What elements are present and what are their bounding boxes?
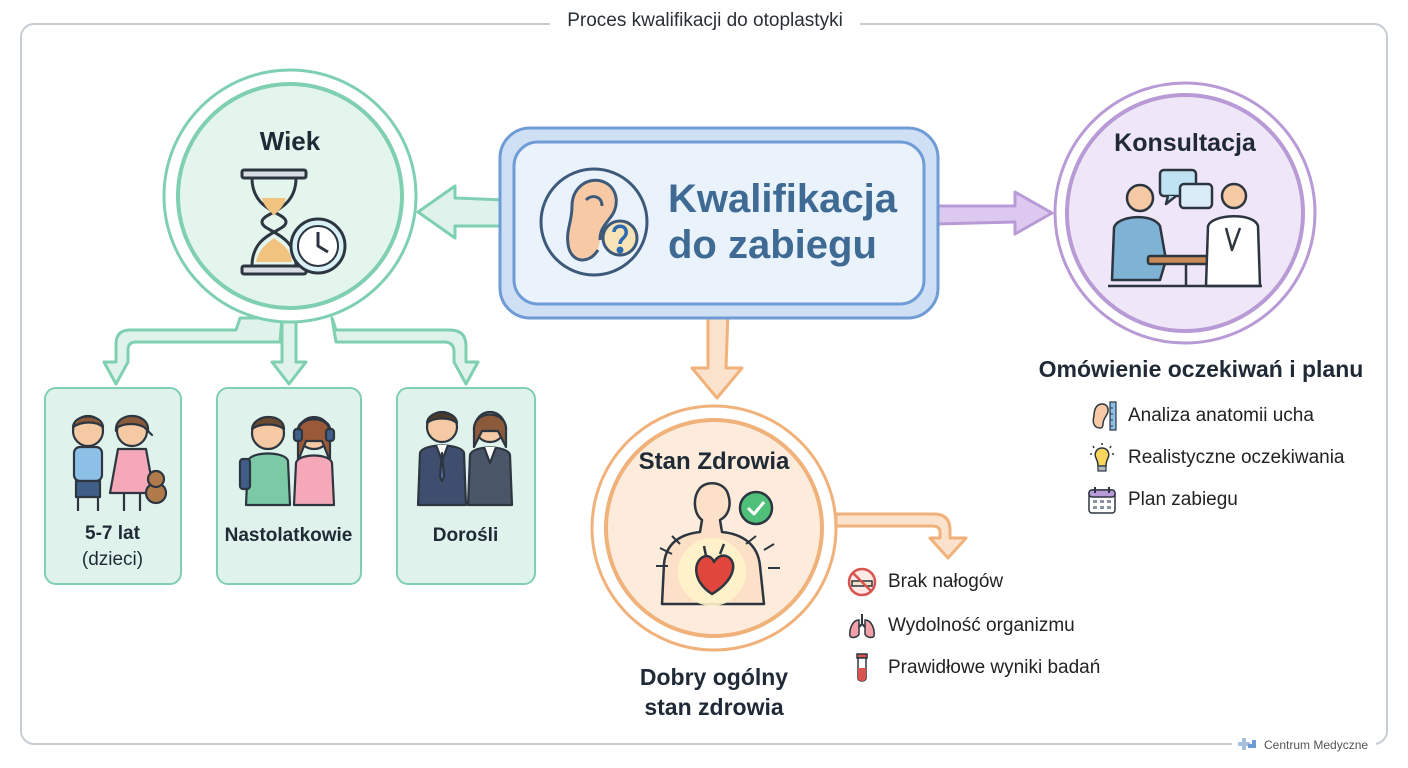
age-group-teens: Nastolatkowie (216, 387, 362, 585)
age-node (162, 68, 418, 324)
health-item-fitness: Wydolność organizmu (846, 610, 1075, 642)
lightbulb-icon (1090, 443, 1114, 472)
arrow-center-to-consult (933, 190, 1054, 236)
ear-question-icon (539, 167, 649, 277)
health-item-label: Brak nałogów (888, 571, 1004, 592)
health-caption-line2: stan zdrowia (644, 694, 784, 720)
consult-item-label: Plan zabiegu (1128, 489, 1238, 510)
arrow-center-to-health (690, 310, 744, 400)
age-group-teens-label: Nastolatkowie (224, 525, 353, 546)
arrows-age-to-groups (102, 316, 480, 386)
consult-item-anatomy: Analiza anatomii ucha (1086, 400, 1314, 432)
lungs-icon (849, 614, 875, 639)
children-icon (71, 414, 168, 511)
center-title: Kwalifikacja do zabiegu (668, 176, 897, 268)
health-title: Stan Zdrowia (638, 448, 790, 475)
ear-ruler-icon (1092, 401, 1117, 431)
arrow-health-to-list (834, 512, 968, 560)
health-caption: Dobry ogólny stan zdrowia (604, 662, 824, 722)
consult-title: Konsultacja (1114, 129, 1256, 157)
footer-label: Centrum Medyczne (1264, 738, 1369, 752)
medical-cross-icon (1238, 738, 1256, 750)
hourglass-clock-icon (240, 168, 347, 276)
center-title-line2: do zabiegu (668, 223, 877, 267)
arrow-center-to-age (416, 184, 507, 240)
age-group-adults: Dorośli (396, 387, 536, 585)
health-caption-line1: Dobry ogólny (639, 664, 789, 690)
consult-item-label: Analiza anatomii ucha (1128, 405, 1314, 426)
no-smoking-icon (847, 567, 877, 597)
health-item-no-addictions: Brak nałogów (846, 566, 1003, 598)
teenagers-icon (238, 415, 336, 507)
consult-node (1053, 81, 1317, 345)
consult-item-label: Realistyczne oczekiwania (1128, 447, 1345, 468)
center-title-line1: Kwalifikacja (668, 177, 898, 221)
health-item-test-results: Prawidłowe wyniki badań (846, 652, 1100, 684)
calendar-icon (1088, 487, 1116, 514)
age-group-children-sublabel: (dzieci) (81, 549, 144, 570)
diagram-title: Proces kwalifikacji do otoplastyki (550, 10, 860, 32)
age-title: Wiek (259, 126, 321, 156)
body-heart-icon (656, 481, 780, 606)
footer-logo: Centrum Medyczne (1232, 734, 1376, 756)
consult-subtitle: Omówienie oczekiwań i planu (1038, 356, 1364, 382)
consult-item-expectations: Realistyczne oczekiwania (1086, 442, 1345, 474)
age-group-children-label: 5-7 lat (85, 523, 140, 544)
age-group-children: 5-7 lat (dzieci) (44, 387, 182, 585)
health-item-label: Wydolność organizmu (888, 615, 1075, 636)
test-tube-icon (856, 653, 868, 682)
adults-icon (416, 410, 514, 507)
consultation-icon (1108, 168, 1262, 288)
health-item-label: Prawidłowe wyniki badań (888, 657, 1101, 678)
age-group-adults-label: Dorośli (432, 525, 499, 546)
consult-item-plan: Plan zabiegu (1086, 484, 1238, 516)
